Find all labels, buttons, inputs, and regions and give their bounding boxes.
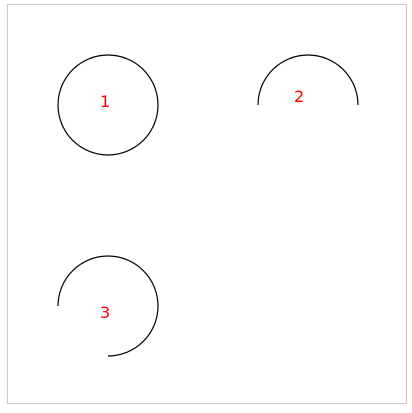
circle-1-outline bbox=[57, 54, 159, 156]
shape-2: 2 bbox=[257, 54, 359, 106]
drawing-canvas: 1 2 3 bbox=[7, 4, 407, 404]
arc-2-outline bbox=[257, 54, 359, 106]
canvas-svg: 1 2 3 bbox=[57, 54, 359, 357]
shape-label-1: 1 bbox=[100, 92, 110, 111]
shape-label-3: 3 bbox=[100, 303, 110, 322]
shape-label-2: 2 bbox=[294, 87, 304, 106]
shape-3: 3 bbox=[57, 255, 159, 357]
shape-1: 1 bbox=[57, 54, 159, 156]
arc-3-outline bbox=[57, 255, 159, 357]
